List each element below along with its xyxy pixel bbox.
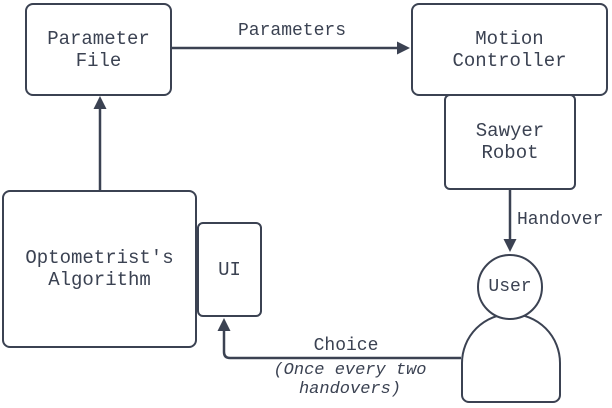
edge-label-handover: Handover: [517, 210, 604, 230]
node-sawyer-robot: Sawyer Robot: [444, 94, 576, 190]
choice-note-line: handovers): [298, 380, 402, 399]
node-label-line: Sawyer: [475, 120, 545, 142]
user-body-shape: [461, 313, 561, 403]
node-label-line: Optometrist's: [25, 247, 174, 269]
node-motion-controller: Motion Controller: [411, 3, 608, 96]
node-label-line: Controller: [452, 49, 567, 72]
node-parameter-file: Parameter File: [25, 3, 172, 96]
node-label-line: UI: [218, 258, 241, 281]
node-label-line: Algorithm: [48, 269, 151, 291]
edge-label-choice: Choice: [296, 336, 396, 356]
user-label: User: [488, 277, 532, 297]
arrowhead-handover: [503, 239, 517, 252]
node-label-line: File: [75, 49, 122, 72]
node-ui: UI: [197, 222, 262, 317]
edge-label-choice-note: (Once every two handovers): [255, 361, 445, 399]
node-optometrists-algorithm: Optometrist's Algorithm: [2, 190, 197, 348]
user-head-icon: User: [477, 254, 543, 320]
arrow-choice: [222, 331, 461, 360]
edge-label-parameters: Parameters: [232, 21, 352, 41]
arrowhead-parameters: [397, 41, 410, 55]
arrowhead-file-update: [93, 96, 107, 109]
arrowhead-choice: [217, 318, 231, 331]
node-label-line: Parameter: [47, 27, 150, 50]
node-label-line: Motion: [475, 27, 544, 50]
choice-note-line: (Once every two: [273, 361, 427, 380]
node-label-line: Robot: [481, 142, 539, 164]
